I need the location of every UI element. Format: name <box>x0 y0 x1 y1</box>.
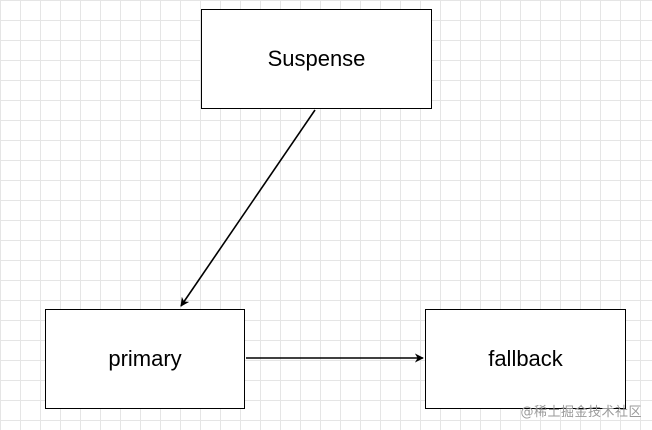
watermark: @稀土掘金技术社区 <box>520 405 642 420</box>
node-fallback-label: fallback <box>488 346 563 371</box>
node-fallback: fallback <box>425 309 626 409</box>
node-primary: primary <box>45 309 245 409</box>
node-suspense: Suspense <box>201 9 432 109</box>
edge-suspense-to-primary <box>180 109 316 307</box>
node-primary-label: primary <box>108 346 182 371</box>
node-suspense-label: Suspense <box>267 46 366 71</box>
